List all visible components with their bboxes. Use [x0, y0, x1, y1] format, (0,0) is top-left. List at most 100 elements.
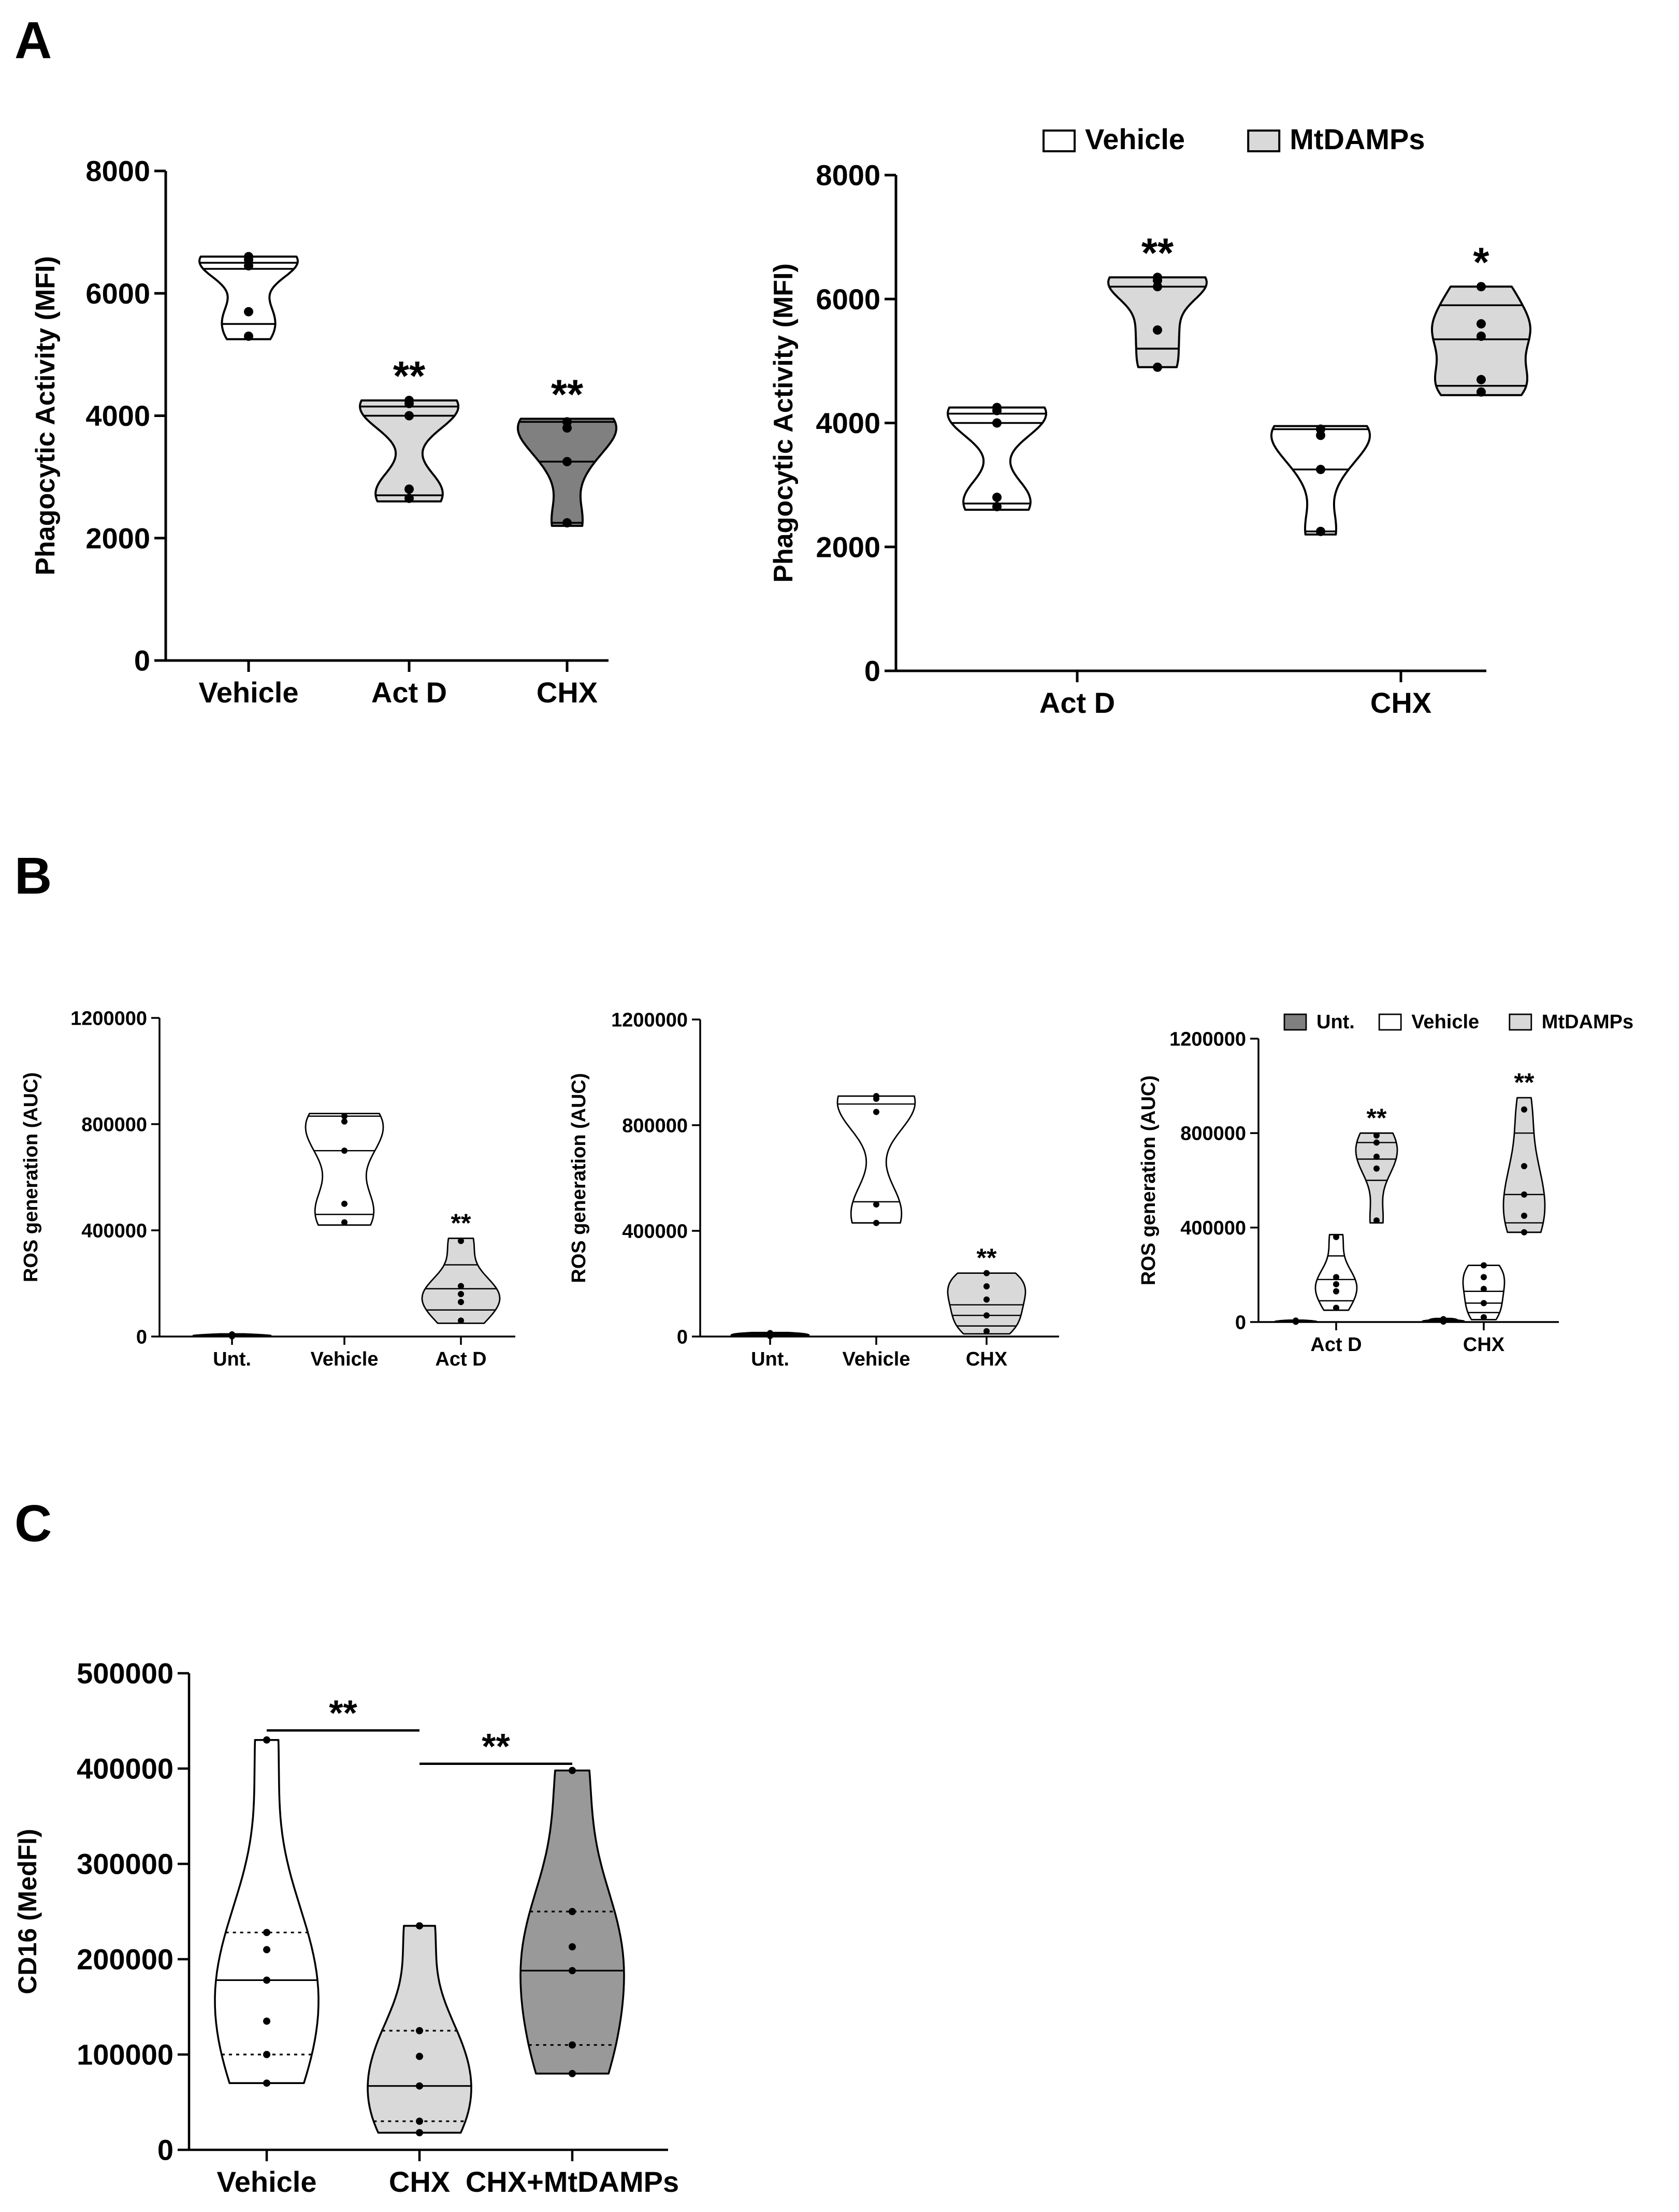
violin-chx: **	[517, 371, 617, 528]
y-tick-label: 6000	[816, 283, 880, 315]
data-point	[404, 484, 414, 494]
y-tick-label: 1200000	[1169, 1028, 1246, 1050]
significance-label: **	[1367, 1103, 1387, 1132]
violin-act-d: **	[421, 1209, 501, 1324]
y-tick-label: 8000	[85, 155, 150, 188]
violin-body	[517, 418, 617, 527]
significance-label: *	[1473, 239, 1489, 285]
data-point	[1521, 1163, 1527, 1170]
violin-body	[359, 399, 459, 502]
data-point	[983, 1328, 990, 1334]
x-tick-label: Act D	[1039, 686, 1115, 719]
data-point	[1477, 387, 1486, 397]
data-point	[562, 518, 572, 528]
data-point	[569, 1908, 576, 1915]
data-point	[341, 1147, 348, 1154]
data-point	[1373, 1132, 1380, 1139]
data-point	[569, 1766, 576, 1774]
data-point	[992, 501, 1002, 511]
data-point	[1333, 1288, 1339, 1295]
violin-body	[947, 406, 1047, 511]
violin-body	[1270, 425, 1371, 536]
y-tick-label: 800000	[622, 1115, 688, 1137]
y-tick-label: 400000	[77, 1753, 173, 1785]
data-point	[1373, 1165, 1380, 1172]
y-tick-label: 2000	[816, 530, 880, 563]
data-point	[1521, 1229, 1527, 1236]
y-axis-title: ROS generation (AUC)	[1138, 1075, 1160, 1285]
y-tick-label: 400000	[622, 1220, 688, 1242]
y-axis-title: CD16 (MedFI)	[13, 1829, 42, 1994]
legend-label: MtDAMPs	[1542, 1011, 1633, 1033]
data-point	[1373, 1139, 1380, 1146]
y-tick-label: 0	[157, 2134, 173, 2166]
violin-body	[836, 1095, 916, 1224]
data-point	[341, 1200, 348, 1207]
data-point	[1333, 1274, 1339, 1281]
y-tick-label: 300000	[77, 1848, 173, 1880]
y-tick-label: 400000	[81, 1220, 147, 1242]
panel-label-b: B	[15, 847, 52, 905]
y-tick-label: 200000	[77, 1943, 173, 1976]
violin-chx: *	[1431, 239, 1531, 397]
data-point	[341, 1219, 348, 1226]
data-point	[1153, 362, 1162, 372]
data-point	[1316, 424, 1325, 434]
violin-chx: **	[1502, 1068, 1546, 1236]
data-point	[569, 1943, 576, 1951]
data-point	[416, 2117, 423, 2125]
y-tick-label: 8000	[816, 159, 880, 192]
y-tick-label: 2000	[85, 522, 150, 554]
y-tick-label: 800000	[81, 1114, 147, 1136]
data-point	[263, 1976, 270, 1984]
data-point	[1373, 1153, 1380, 1160]
y-tick-label: 0	[864, 655, 880, 687]
x-tick-label: CHX	[966, 1348, 1008, 1370]
legend-label: Vehicle	[1085, 123, 1185, 155]
y-axis-title: Phagocytic Activity (MFI)	[31, 256, 61, 575]
data-point	[1333, 1281, 1339, 1288]
x-tick-label: Act D	[1310, 1334, 1362, 1356]
y-tick-label: 0	[1235, 1312, 1246, 1333]
significance-label: **	[451, 1209, 471, 1238]
x-tick-label: CHX	[1370, 686, 1431, 719]
data-point	[1481, 1262, 1487, 1269]
significance-label: **	[393, 353, 426, 399]
data-point	[1521, 1212, 1527, 1219]
y-tick-label: 0	[677, 1326, 688, 1348]
violin-unt-	[730, 1330, 810, 1339]
violin-chx	[1462, 1262, 1506, 1320]
violin-chx	[367, 1922, 472, 2136]
data-point	[767, 1330, 773, 1337]
violin-body	[305, 1113, 384, 1226]
data-point	[1153, 272, 1162, 282]
data-point	[1477, 375, 1486, 384]
data-point	[416, 1922, 423, 1930]
x-tick-label: Act D	[371, 676, 447, 709]
data-point	[458, 1299, 464, 1305]
legend-label: Unt.	[1316, 1011, 1355, 1033]
data-point	[263, 2079, 270, 2087]
data-point	[1316, 526, 1325, 536]
data-point	[983, 1296, 990, 1303]
x-tick-label: Vehicle	[198, 676, 298, 709]
x-tick-label: Vehicle	[311, 1348, 379, 1370]
x-tick-label: Vehicle	[216, 2165, 316, 2198]
data-point	[1521, 1191, 1527, 1198]
data-point	[1481, 1314, 1487, 1320]
data-point	[458, 1238, 464, 1244]
data-point	[341, 1113, 348, 1119]
data-point	[1293, 1317, 1299, 1324]
violin-chx	[1270, 424, 1371, 536]
x-tick-label: CHX	[1463, 1334, 1505, 1356]
data-point	[263, 1929, 270, 1936]
data-point	[416, 2082, 423, 2090]
data-point	[458, 1283, 464, 1289]
data-point	[416, 2027, 423, 2034]
data-point	[562, 457, 572, 467]
data-point	[1477, 319, 1486, 329]
data-point	[1316, 465, 1325, 475]
